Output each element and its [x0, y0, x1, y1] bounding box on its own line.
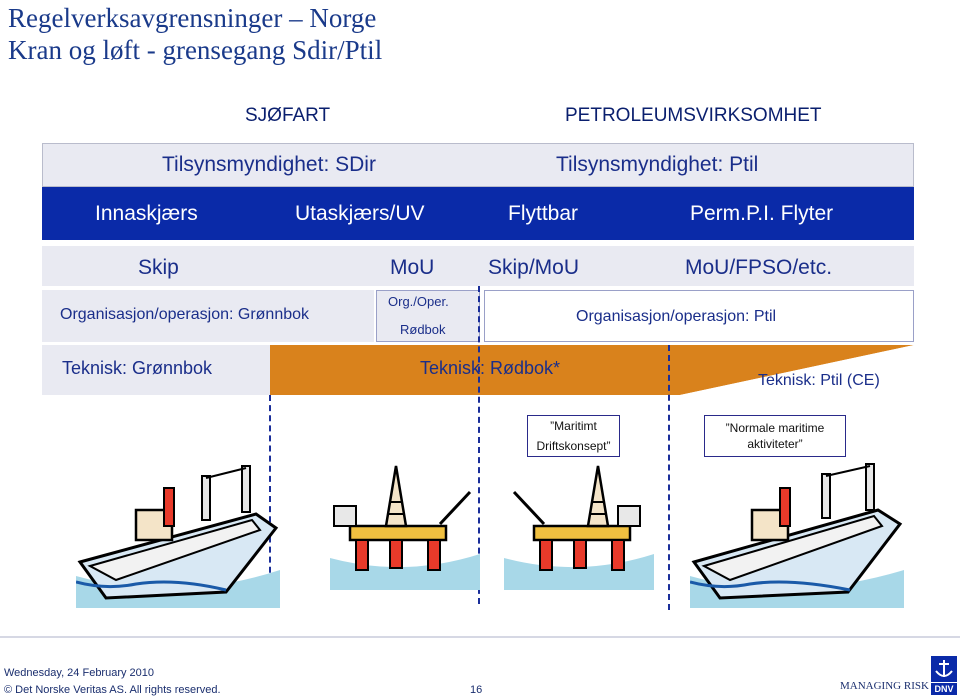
note-normal-line1: ”Normale maritime: [725, 421, 825, 435]
category-skip: Skip: [138, 256, 179, 279]
category-band: [42, 246, 914, 286]
title-line-2: Kran og løft - grensegang Sdir/Ptil: [8, 35, 383, 65]
category-mou-fpso: MoU/FPSO/etc.: [685, 256, 833, 279]
note-normal-activities: ”Normale maritime aktiviteter”: [704, 415, 846, 457]
technical-gronnbok: Teknisk: Grønnbok: [62, 358, 213, 378]
note-normal-line2: aktiviteter”: [747, 437, 803, 451]
divider-3: [668, 345, 670, 610]
dnv-logo: DNV: [931, 683, 957, 695]
zone-innaskjaers: Innaskjærs: [95, 202, 198, 225]
footer-page-number: 16: [470, 684, 483, 696]
dnv-emblem-icon: [931, 656, 957, 682]
org-oper-line1: Org./Oper.: [388, 294, 449, 309]
header-petroleum: PETROLEUMSVIRKSOMHET: [565, 105, 822, 126]
divider-1: [269, 395, 271, 593]
note-maritime-concept: ”Maritimt Driftskonsept”: [527, 415, 620, 457]
org-oper-line2: Rødbok: [400, 322, 446, 337]
zone-band: [42, 187, 914, 240]
ship-illustration-left: [76, 465, 280, 608]
note-maritime-line2: Driftskonsept”: [536, 439, 611, 453]
title-line-1: Regelverksavgrensninger – Norge: [8, 3, 377, 33]
rig-deck-right: [532, 524, 632, 542]
footer-date: Wednesday, 24 February 2010: [4, 667, 155, 679]
rig-deck-left: [348, 524, 448, 542]
zone-utaskjaers: Utaskjærs/UV: [295, 202, 425, 225]
derrick-right: [586, 465, 610, 528]
water-rig-left: [330, 554, 480, 590]
technical-rodbok: Teknisk: Rødbok*: [420, 358, 561, 378]
technical-orange-band: [270, 345, 914, 395]
divider-2: [478, 286, 480, 604]
ship-illustration-right: [690, 463, 904, 608]
org-middle-cell: [376, 290, 480, 342]
org-left-cell: [42, 290, 374, 342]
technical-left-cell: [42, 345, 270, 395]
footer-copyright: © Det Norske Veritas AS. All rights rese…: [4, 684, 221, 696]
derrick-left: [384, 465, 408, 528]
rig-illustration-left: [330, 465, 480, 590]
footer-tagline: MANAGING RISK: [840, 680, 929, 692]
header-sjofart: SJØFART: [245, 105, 331, 126]
note-maritime-line1: ”Maritimt: [550, 419, 597, 433]
technical-ptil-ce: Teknisk: Ptil (CE): [758, 372, 880, 389]
authority-ptil: Tilsynsmyndighet: Ptil: [556, 153, 759, 176]
water-rig-right: [504, 554, 654, 590]
category-skip-mou: Skip/MoU: [488, 256, 580, 279]
category-mou: MoU: [390, 256, 435, 279]
footer-rule: [0, 636, 960, 638]
rig-illustration-right: [504, 465, 654, 590]
zone-perm-flyter: Perm.P.I. Flyter: [690, 202, 834, 225]
org-ptil: Organisasjon/operasjon: Ptil: [576, 308, 777, 325]
zone-flyttbar: Flyttbar: [508, 202, 579, 225]
technical-ce-corner: [680, 345, 914, 395]
org-gronnbok: Organisasjon/operasjon: Grønnbok: [60, 306, 310, 323]
org-right-cell: [484, 290, 914, 342]
authority-sdir: Tilsynsmyndighet: SDir: [162, 153, 376, 176]
authority-band: [42, 143, 914, 187]
